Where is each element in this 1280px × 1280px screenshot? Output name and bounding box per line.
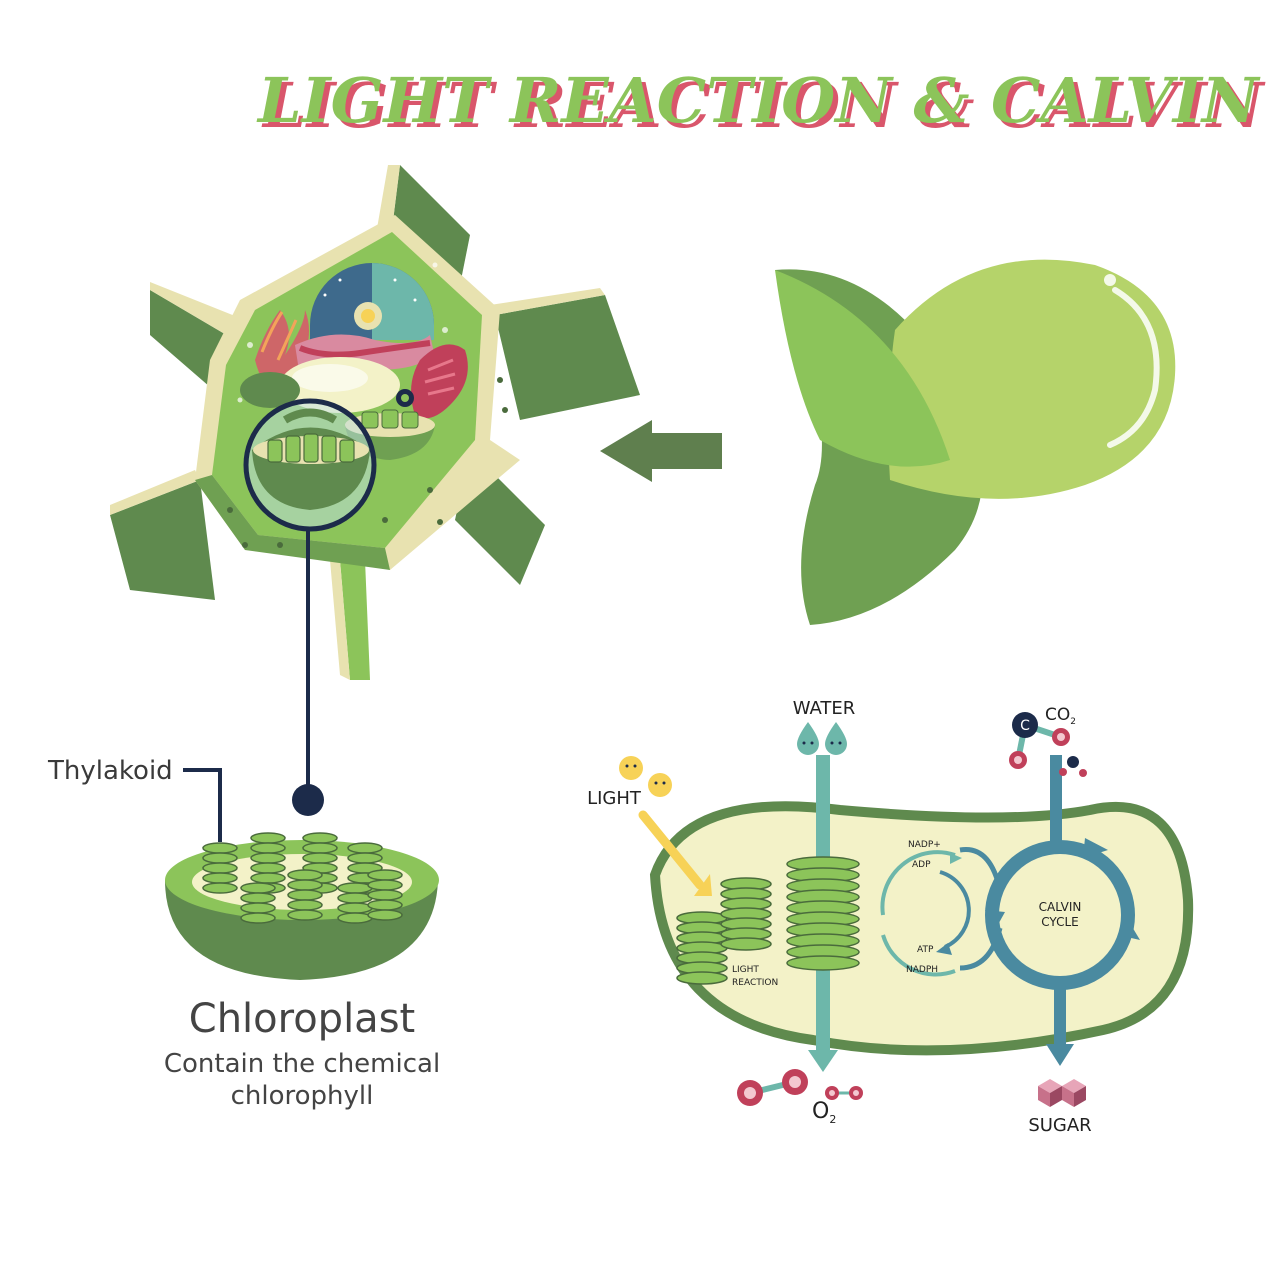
cytoplasm-dots [227,377,508,548]
water-droplets-icon [797,722,847,755]
thylakoid-disc [250,852,286,864]
thylakoid-disc [250,842,286,854]
co2-inflow-arrow [1050,755,1062,850]
page-title: LIGHT REACTION & CALVIN CYCLE [256,64,1280,137]
nadph-label: NADPH [906,965,938,975]
cell-wall-edge [490,288,605,315]
light-reaction-label-2: REACTION [732,978,778,988]
co2-label: CO2 [1045,705,1076,727]
thylakoid-disc [367,909,403,921]
thylakoid-pointer [183,768,222,842]
nucleus [310,263,434,340]
thylakoid-disc [347,842,383,854]
water-label: WATER [793,698,856,719]
light-label: LIGHT [587,788,642,809]
title-group: LIGHT REACTION & CALVIN CYCLE LIGHT REAC… [256,64,1280,142]
thylakoid-disc [367,869,403,881]
thylakoid-disc [302,832,338,844]
sugar-outflow-arrow [1054,983,1066,1048]
cell-wall-edge [110,470,200,515]
nadp-plus-label: NADP+ [908,840,941,850]
thylakoid-disc [302,852,338,864]
cell-wall-slab [495,295,640,420]
thylakoid-disc [287,909,323,921]
chloroplast-illustration [165,832,439,980]
sugar-label: SUGAR [1028,1115,1091,1136]
thylakoid-stacks [202,832,403,924]
chloroplast-caption-line2: chlorophyll [231,1081,374,1111]
thylakoid-disc [287,869,323,881]
leaf-illustration [775,259,1176,625]
organelle-blob [240,372,300,408]
photosynthesis-cycle-diagram: WATER LIGHT LIGHT REACTION NADP+ A [587,698,1194,1136]
thylakoid-disc [347,852,383,864]
adp-label: ADP [912,860,931,870]
thylakoid-disc [786,955,860,971]
thylakoid-disc [287,899,323,911]
thylakoid-disc [240,882,276,894]
o2-label: O2 [812,1099,836,1126]
thylakoid-disc [202,842,238,854]
thylakoid-disc [240,892,276,904]
thylakoid-disc [202,882,238,894]
thylakoid-disc [337,912,373,924]
calvin-cycle-label-2: CYCLE [1041,915,1079,929]
plant-cell-illustration [110,165,640,816]
thylakoid-disc [367,889,403,901]
thylakoid-disc [202,862,238,874]
thylakoid-disc [302,842,338,854]
thylakoid-disc [337,892,373,904]
cell-wall-edge [150,282,245,340]
chloroplast-caption-line1: Contain the chemical [164,1049,440,1079]
thylakoid-disc [250,872,286,884]
thylakoid-disc [337,902,373,914]
thylakoid-disc [720,937,772,951]
page-title-shadow: LIGHT REACTION & CALVIN CYCLE [261,69,1280,142]
thylakoid-disc [250,862,286,874]
calvin-cycle-label-1: CALVIN [1039,900,1082,914]
thylakoid-disc [240,912,276,924]
mitochondrion [411,344,468,419]
thylakoid-disc [202,852,238,864]
thylakoid-disc [287,879,323,891]
magnifier-lens [243,398,377,532]
chloroplast-label: Chloroplast [189,996,415,1042]
thylakoid-disc [367,879,403,891]
left-arrow-icon [600,420,722,482]
thylakoid-disc [337,882,373,894]
atp-label: ATP [917,945,934,955]
zoom-connector-dot [292,784,324,816]
light-ray-arrow [638,810,705,890]
svg-text:C: C [1020,718,1030,734]
light-sun-icon [619,756,672,797]
thylakoid-disc [250,832,286,844]
cell-wall-edge [330,560,350,680]
diagram-thylakoid-stacks [676,856,860,985]
sugar-cubes-icon [1038,1079,1086,1107]
thylakoid-disc [287,889,323,901]
thylakoid-disc [676,971,728,985]
cell-wall-slab [110,480,215,600]
thylakoid-disc [202,872,238,884]
light-reaction-label-1: LIGHT [732,965,759,975]
co2-molecule-icon: C [1009,712,1087,777]
thylakoid-label: Thylakoid [47,756,173,786]
thylakoid-disc [240,902,276,914]
o2-molecule-icon [737,1069,863,1106]
thylakoid-disc [367,899,403,911]
